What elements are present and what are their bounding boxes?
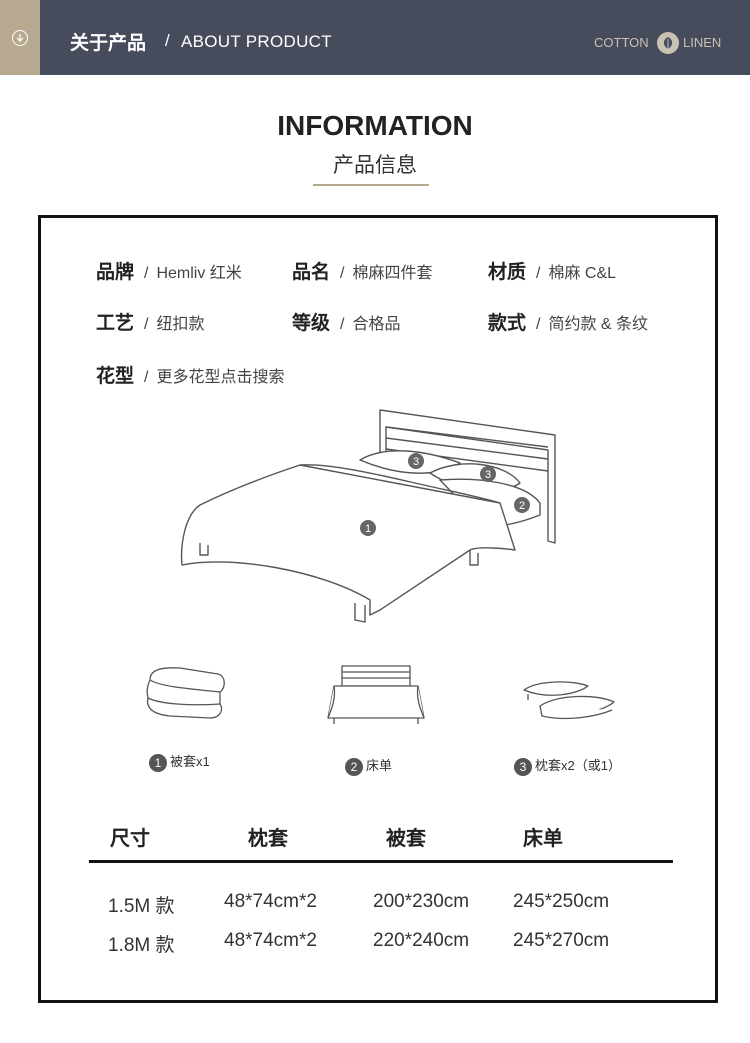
brand-leaf-logo-icon	[657, 32, 679, 54]
table-header-pillowcase: 枕套	[248, 828, 288, 850]
header-tab[interactable]	[0, 0, 40, 75]
table-cell: 48*74cm*2	[224, 891, 317, 912]
pillowcase-icon	[523, 681, 615, 720]
marker-duvet: 1	[365, 523, 371, 535]
attribute-grade: 等级/合格品	[292, 313, 401, 334]
bed-illustration: 1 2 3 3	[180, 409, 556, 623]
attribute-product-name: 品名/棉麻四件套	[292, 262, 433, 283]
table-header-size: 尺寸	[110, 828, 150, 850]
header-title-en: ABOUT PRODUCT	[181, 32, 332, 51]
attribute-craft: 工艺/纽扣款	[96, 313, 205, 334]
attribute-pattern[interactable]: 花型/更多花型点击搜索	[96, 366, 285, 387]
bed-markers: 1 2 3 3	[360, 453, 530, 536]
section-underline	[313, 184, 429, 186]
table-cell: 245*270cm	[513, 930, 610, 951]
header-bar: 关于产品 / ABOUT PRODUCT COTTON LINEN	[0, 0, 750, 75]
folded-duvet-icon	[146, 667, 225, 719]
brand-text-cotton: COTTON	[594, 35, 649, 50]
marker-sheet: 2	[519, 500, 525, 512]
bed-sheet-icon	[327, 665, 425, 724]
header-title-separator: /	[165, 31, 170, 50]
table-header-rule	[89, 860, 673, 863]
table-cell: 245*250cm	[513, 891, 610, 912]
section-subtitle: 产品信息	[333, 154, 417, 177]
attribute-material: 材质/棉麻 C&L	[488, 262, 617, 283]
table-cell: 1.5M 款	[108, 896, 175, 917]
table-cell: 200*230cm	[373, 891, 470, 912]
section-title: INFORMATION	[277, 110, 473, 141]
table-header-duvet: 被套	[386, 828, 426, 850]
table-header-sheet: 床单	[523, 828, 563, 850]
attribute-brand: 品牌/Hemliv 红米	[96, 262, 242, 283]
attribute-style: 款式/简约款 & 条纹	[488, 313, 649, 334]
table-cell: 48*74cm*2	[224, 930, 317, 951]
info-frame	[38, 215, 718, 1003]
marker-pillow-2: 3	[485, 469, 491, 481]
arrow-down-icon	[12, 30, 28, 46]
marker-pillow-1: 3	[413, 456, 419, 468]
brand-text-linen: LINEN	[683, 35, 722, 50]
table-cell: 220*240cm	[373, 930, 470, 951]
header-title-cn: 关于产品	[70, 33, 147, 54]
table-cell: 1.8M 款	[108, 935, 175, 956]
